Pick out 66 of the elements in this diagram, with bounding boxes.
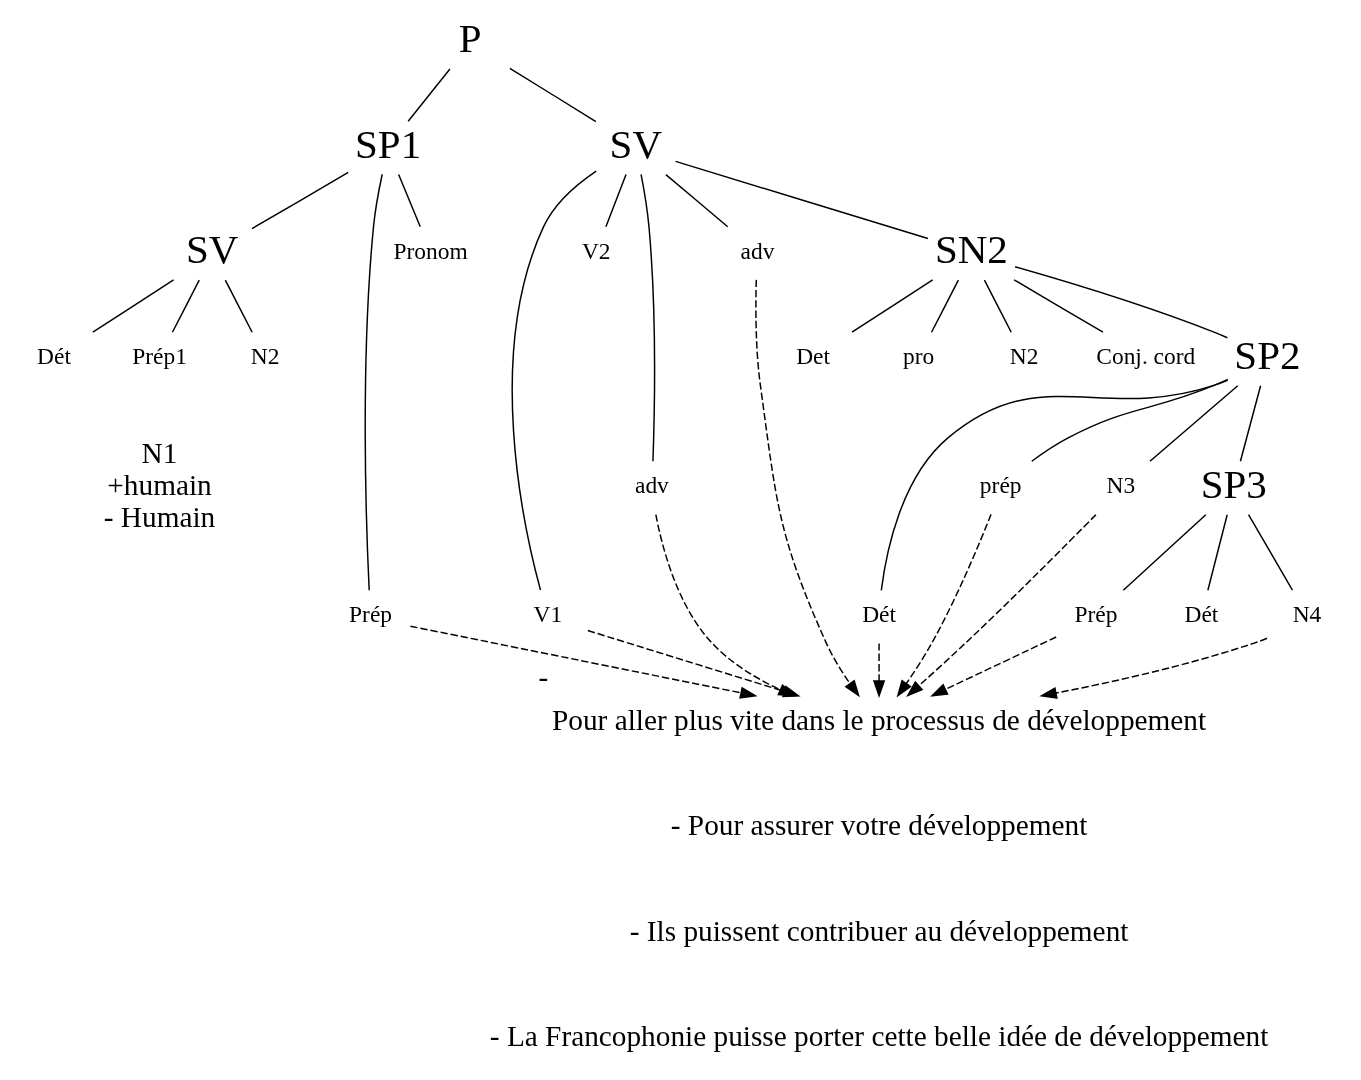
arrow xyxy=(872,642,886,698)
node-text: Conj. cord xyxy=(1096,342,1196,369)
connector xyxy=(930,278,960,333)
label: - Pour assurer votre développement xyxy=(670,808,1088,841)
connector xyxy=(511,169,597,591)
node-text: SN2 xyxy=(934,225,1008,272)
node-text: Prép1 xyxy=(132,342,187,369)
arrow xyxy=(896,513,992,697)
connector xyxy=(364,173,383,591)
node-text: adv xyxy=(635,471,669,498)
node-text: Prép xyxy=(1074,600,1118,627)
node-text: Det xyxy=(796,342,831,369)
arrow xyxy=(655,513,796,697)
node-text: adv xyxy=(740,237,775,264)
connector xyxy=(851,278,934,333)
node-text: N2 xyxy=(1009,342,1039,369)
connector xyxy=(1014,265,1229,338)
connector xyxy=(1247,513,1294,591)
node-text: N3 xyxy=(1106,471,1136,498)
node-text: Pour aller plus vite dans le processus de développement xyxy=(552,703,1207,736)
connector xyxy=(407,67,451,122)
connector xyxy=(92,278,175,333)
connector xyxy=(1149,384,1239,462)
node-text: SP1 xyxy=(355,120,422,167)
node-text: N2 xyxy=(250,342,280,369)
connector xyxy=(640,173,656,462)
node-text: V2 xyxy=(581,237,611,264)
arrow xyxy=(409,625,758,699)
connector xyxy=(509,67,597,122)
connector xyxy=(605,173,627,227)
label: N1 xyxy=(141,436,178,469)
label: - La Francophonie puisse porter cette belle idée de développement xyxy=(489,1019,1269,1052)
connector xyxy=(1013,278,1104,333)
node-text: SV xyxy=(186,225,239,272)
connector xyxy=(1239,384,1262,462)
node-text: Dét xyxy=(1184,600,1219,627)
connector xyxy=(171,278,200,333)
connector xyxy=(251,171,349,229)
node-text: Prép xyxy=(349,600,393,627)
connector xyxy=(665,173,729,227)
arrow xyxy=(906,513,1097,697)
label: - Ils puissent contribuer au développement xyxy=(629,914,1129,947)
node-text: SP3 xyxy=(1200,460,1267,507)
connector xyxy=(224,278,253,333)
connector xyxy=(983,278,1012,333)
connector xyxy=(1207,513,1228,591)
connector xyxy=(1122,513,1207,591)
node-text: Pronom xyxy=(393,237,468,264)
connector xyxy=(674,160,929,239)
label: - Humain xyxy=(103,500,216,533)
arrow xyxy=(1039,637,1268,699)
node-text: SP2 xyxy=(1234,331,1301,378)
connector xyxy=(1031,378,1229,462)
node-text: prép xyxy=(979,471,1022,498)
node-text: N4 xyxy=(1292,600,1322,627)
node-text: P xyxy=(458,14,482,61)
node-text: pro xyxy=(903,342,935,369)
connector xyxy=(880,379,1229,591)
connector xyxy=(397,173,421,227)
node-text: SV xyxy=(609,120,663,167)
label: +humain xyxy=(107,468,212,501)
node-text: Dét xyxy=(37,342,71,369)
node-text: Dét xyxy=(862,600,896,627)
node-text: V1 xyxy=(533,600,563,627)
arrow xyxy=(930,635,1057,697)
node-label: - xyxy=(538,660,549,693)
